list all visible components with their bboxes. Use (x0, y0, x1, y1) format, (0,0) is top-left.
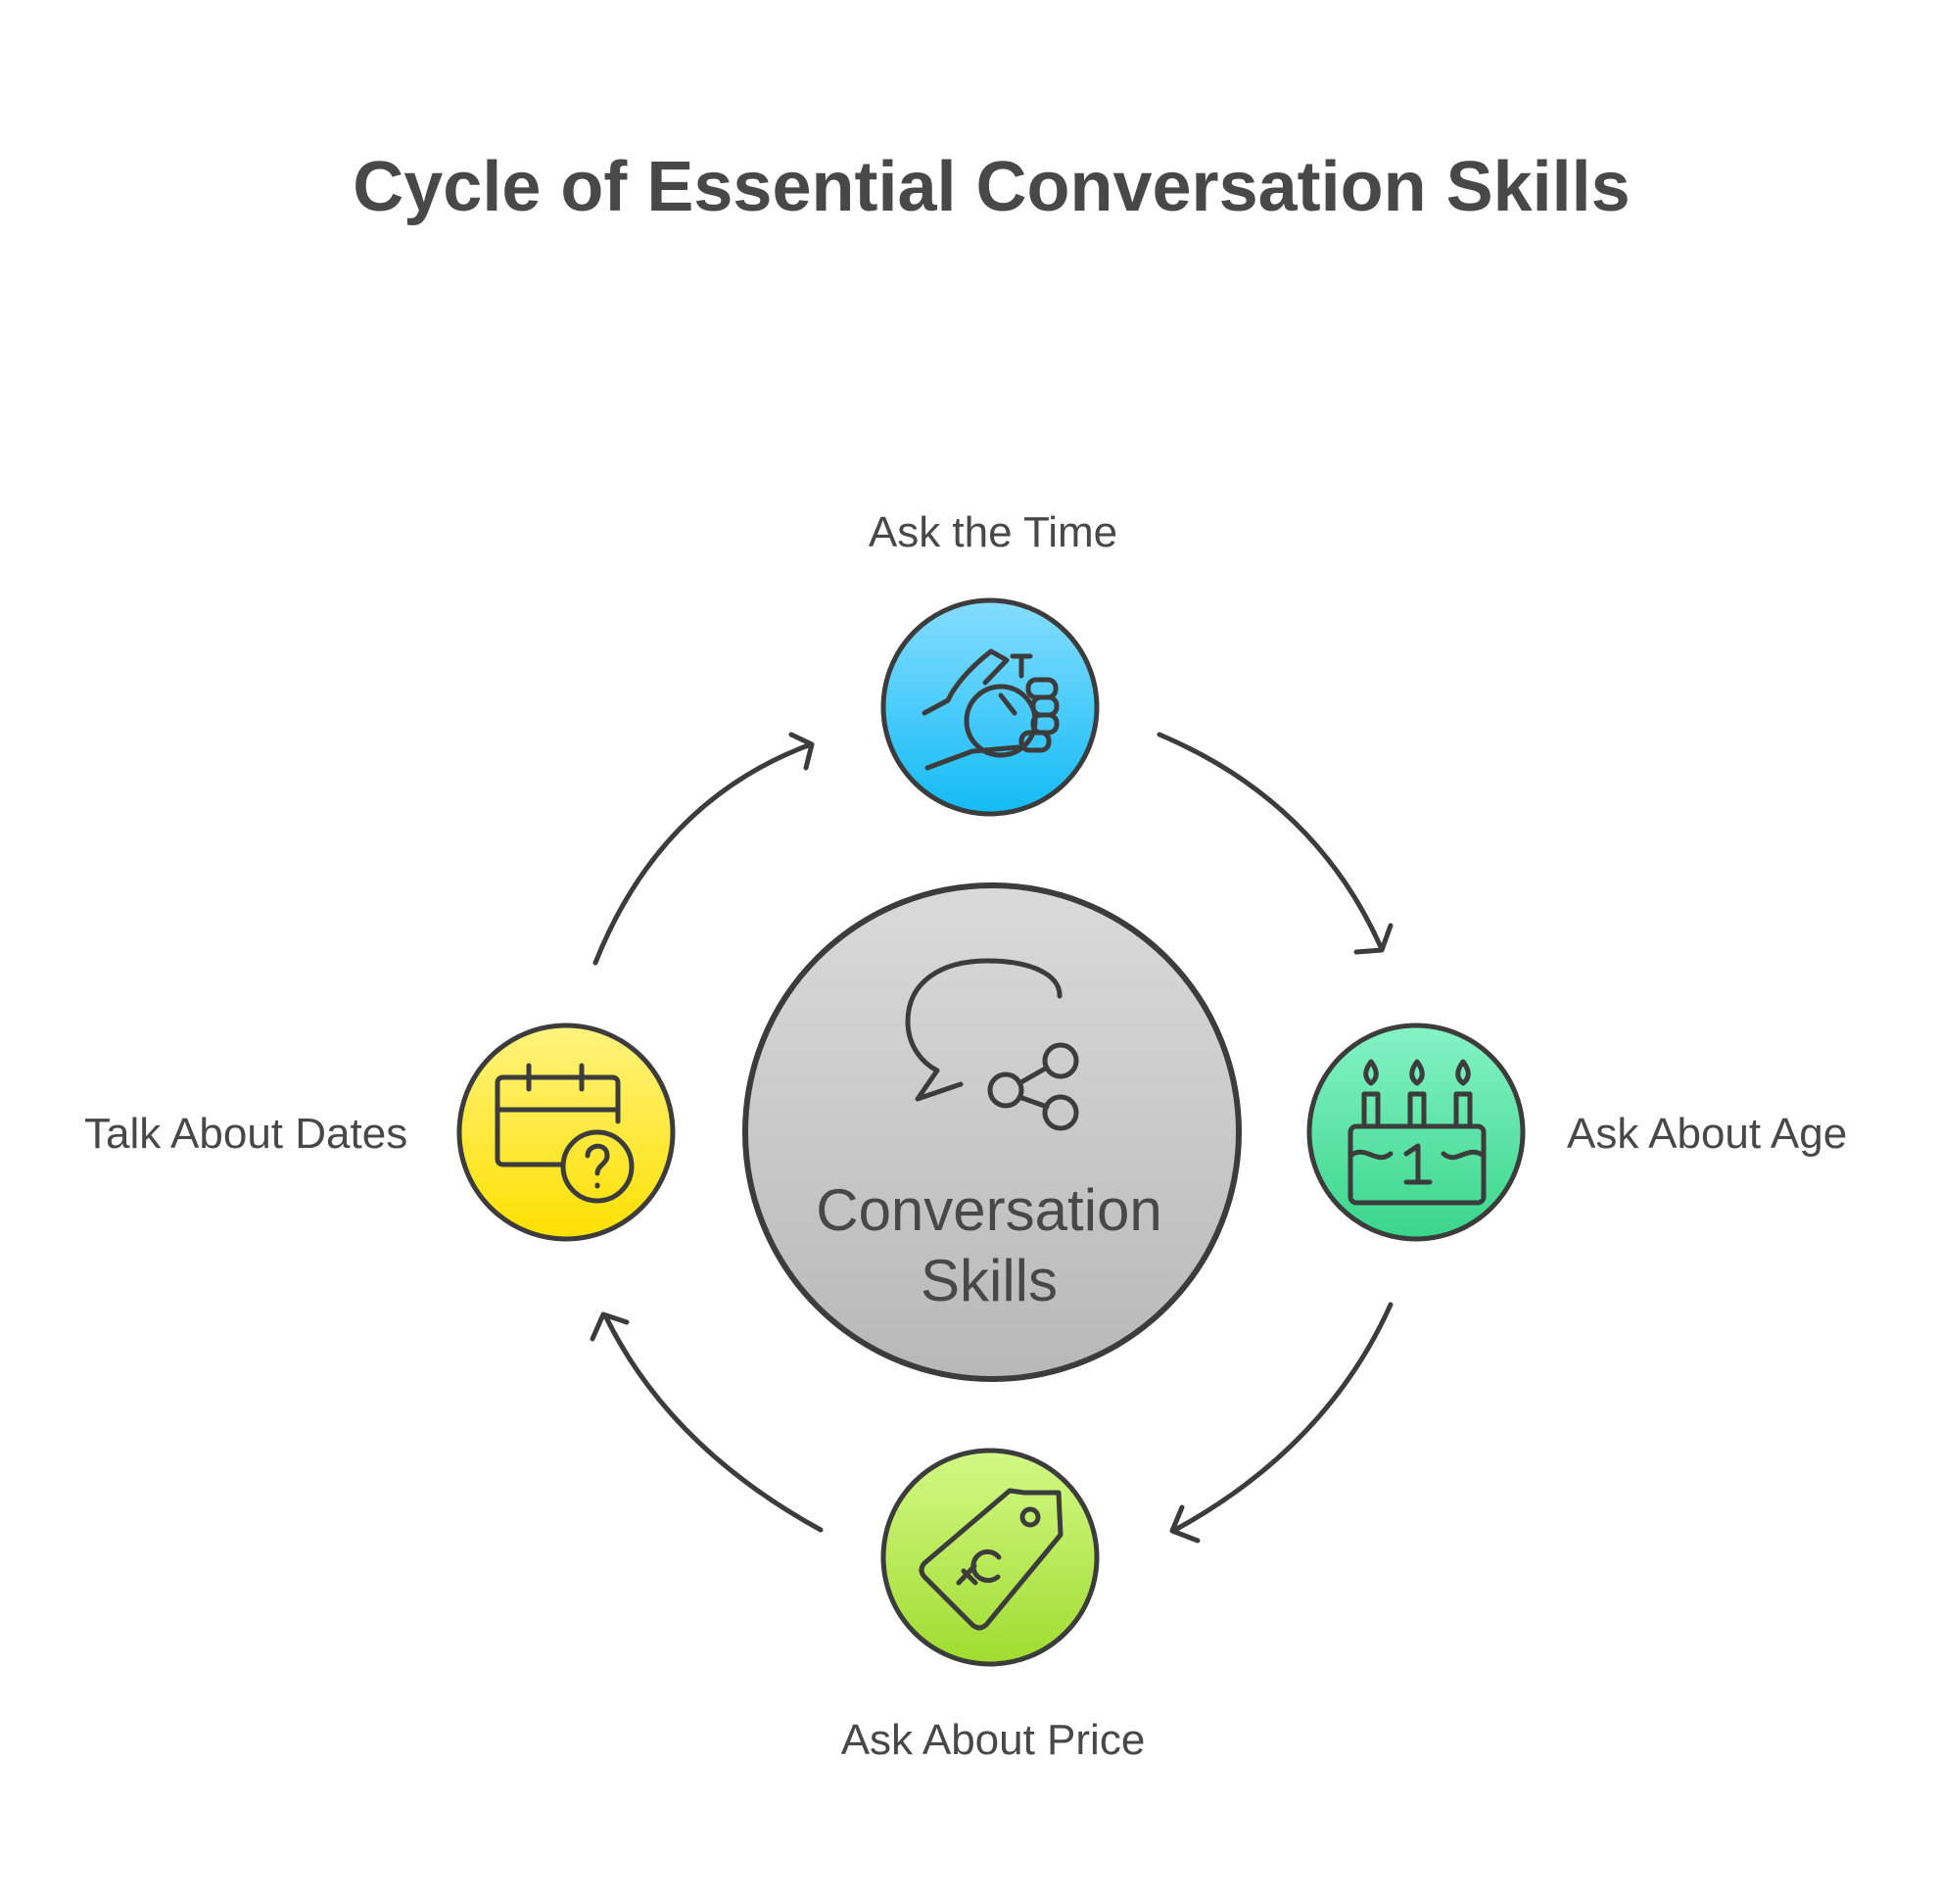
arrowhead-time-to-age (1353, 923, 1394, 955)
arrow-age-to-price (1172, 1302, 1394, 1533)
center-label-line2: Skills (920, 1248, 1058, 1313)
birthday-cake-icon (1348, 1059, 1487, 1206)
chat-share-icon (905, 958, 1079, 1131)
arrow-price-to-dates (602, 1312, 824, 1533)
node-talk-about-dates[interactable] (456, 1023, 676, 1242)
arrowhead-price-to-dates (590, 1311, 630, 1342)
diagram-title: Cycle of Essential Conversation Skills (353, 148, 1631, 226)
node-ask-the-time[interactable] (880, 597, 1100, 817)
hand-stopwatch-icon (922, 648, 1060, 771)
label-ask-about-age: Ask About Age (1567, 1110, 1848, 1158)
price-tag-icon (919, 1488, 1064, 1631)
arrow-dates-to-time (592, 741, 814, 966)
arrowhead-age-to-price (1169, 1504, 1201, 1544)
arrowhead-dates-to-time (788, 732, 815, 771)
center-label-line1: Conversation (816, 1177, 1162, 1243)
label-talk-about-dates: Talk About Dates (84, 1110, 408, 1158)
node-ask-about-price[interactable] (880, 1448, 1100, 1667)
calendar-question-icon (495, 1063, 635, 1204)
center-node (742, 882, 1242, 1382)
node-ask-about-age[interactable] (1306, 1023, 1526, 1242)
label-ask-about-price: Ask About Price (840, 1716, 1146, 1764)
arrow-time-to-age (1157, 732, 1384, 950)
center-label: Conversation Skills (816, 1175, 1162, 1316)
cycle-arrows (590, 732, 1394, 1544)
label-ask-the-time: Ask the Time (868, 508, 1118, 556)
